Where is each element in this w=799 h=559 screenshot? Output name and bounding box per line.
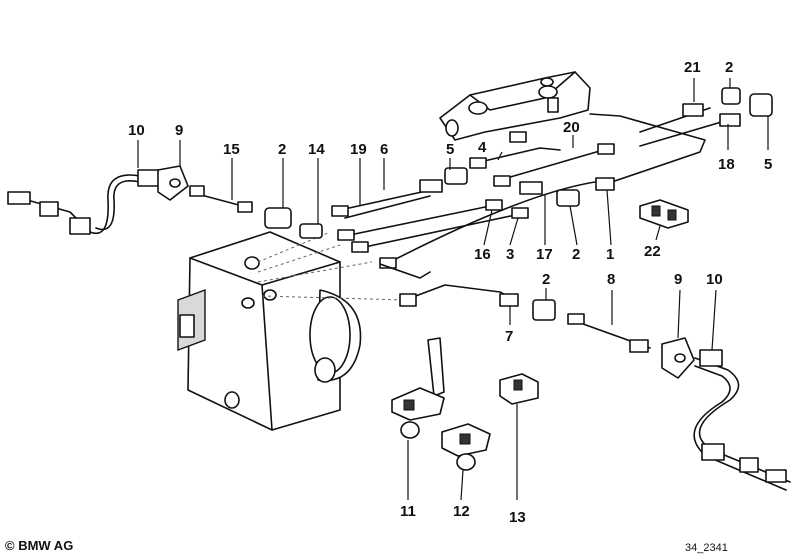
- callout-5-center: 5: [446, 141, 454, 158]
- brake-hose-left: [7, 169, 161, 235]
- callout-20: 20: [563, 119, 580, 136]
- sensor-clip-12: [441, 423, 491, 471]
- callout-3: 3: [506, 246, 514, 263]
- callout-4: 4: [478, 139, 487, 156]
- brake-line-6: [344, 179, 443, 219]
- brake-line-3: [351, 207, 529, 253]
- callout-11: 11: [400, 503, 416, 520]
- callout-9-right: 9: [674, 271, 682, 288]
- clip-22: [639, 199, 689, 229]
- brake-line-1: [589, 113, 706, 191]
- brake-line-7: [379, 263, 519, 307]
- callout-6: 6: [380, 141, 388, 158]
- callout-13: 13: [509, 509, 526, 526]
- fitting-14: [299, 223, 323, 239]
- bracket-left: [157, 165, 189, 201]
- callout-2-left: 2: [278, 141, 286, 158]
- adapter-2-center: [556, 189, 580, 207]
- callout-12: 12: [453, 503, 470, 520]
- leader-lines: [137, 78, 769, 501]
- callout-19: 19: [350, 141, 367, 158]
- callout-9-left: 9: [175, 122, 183, 139]
- brake-line-20: [493, 143, 615, 187]
- adapter-5-right: [749, 93, 773, 117]
- sensor-bracket-11: [391, 337, 445, 439]
- adapter-5-center: [444, 167, 468, 185]
- callout-2-mid: 2: [542, 271, 550, 288]
- callout-15: 15: [223, 141, 240, 158]
- callout-10-left: 10: [128, 122, 145, 139]
- diagram-id: 34_2341: [685, 542, 728, 554]
- callout-labels: 10 9 15 2 14 19 6 5 4 20 21 2 18 5 16 3 …: [128, 59, 772, 526]
- brake-line-18-21: [639, 103, 741, 147]
- callout-18: 18: [718, 156, 735, 173]
- adapter-2-mid: [532, 299, 556, 321]
- callout-21: 21: [684, 59, 701, 76]
- callout-7: 7: [505, 328, 513, 345]
- callout-1: 1: [606, 246, 614, 263]
- callout-2-right: 2: [725, 59, 733, 76]
- adapter-2-right: [721, 87, 741, 105]
- brake-line-8: [567, 313, 651, 353]
- brake-line-16: [337, 199, 503, 241]
- bracket-right: [661, 337, 695, 379]
- abs-hydraulic-unit: [177, 231, 406, 431]
- brake-line-15: [189, 185, 253, 213]
- brake-hose-right: [693, 349, 791, 491]
- copyright-text: © BMW AG: [5, 538, 74, 553]
- master-cylinder: [439, 71, 591, 141]
- callout-16: 16: [474, 246, 491, 263]
- callout-10-right: 10: [706, 271, 723, 288]
- callout-8: 8: [607, 271, 615, 288]
- callout-14: 14: [308, 141, 325, 158]
- callout-22: 22: [644, 243, 661, 260]
- callout-2-center: 2: [572, 246, 580, 263]
- clip-13: [499, 373, 539, 405]
- callout-17: 17: [536, 246, 553, 263]
- brake-line-17: [379, 179, 613, 269]
- callout-5-right: 5: [764, 156, 772, 173]
- adapter-2-left: [264, 207, 292, 229]
